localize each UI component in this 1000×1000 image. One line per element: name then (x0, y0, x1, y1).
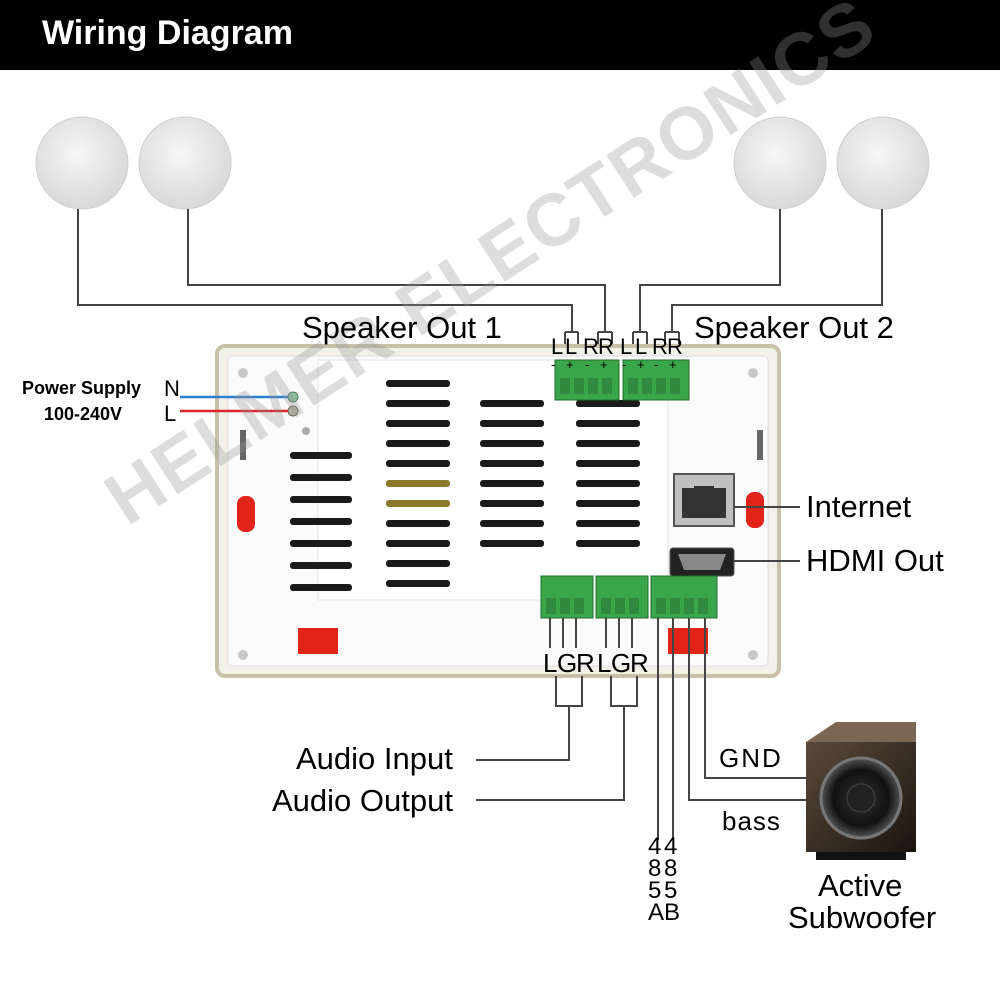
spk1-pol-2: + (566, 357, 574, 372)
audio-out-term-r: R (630, 648, 649, 678)
ceiling-speaker-2 (138, 116, 232, 210)
active-label: Active (818, 868, 903, 903)
rs485-b-label: 485B (664, 833, 681, 926)
speaker-out-1-label: Speaker Out 1 (302, 310, 502, 345)
gnd-label: GND (719, 743, 783, 773)
subwoofer-label: Subwoofer (788, 900, 937, 935)
audio-out-term-g: G (611, 648, 632, 678)
rs485-a-label: 485A (648, 833, 665, 926)
spk2-pol-4: + (669, 357, 677, 372)
subwoofer-cabinet-top (806, 722, 916, 742)
audio-out-term-l: L (597, 648, 612, 678)
spk2-pol-1: - (622, 357, 627, 372)
spk2-pol-2: + (637, 357, 645, 372)
mount-tab-right (746, 492, 764, 528)
spk2-pol-3: - (654, 357, 659, 372)
vent-slots (290, 380, 640, 591)
bottom-wires (476, 618, 808, 840)
ceiling-speaker-4 (836, 116, 930, 210)
mount-tab-left (237, 496, 255, 532)
ceiling-speaker-3 (733, 116, 827, 210)
spk1-term-1: L (551, 334, 564, 359)
ceiling-speaker-1 (35, 116, 129, 210)
spk2-term-1: L (620, 334, 633, 359)
power-terminal-l (287, 405, 299, 417)
voltage-label: 100-240V (44, 404, 123, 424)
spk2-term-4: R (667, 334, 683, 359)
audio-in-term-l: L (543, 648, 558, 678)
line-label: L (164, 401, 177, 426)
audio-in-term-g: G (557, 648, 578, 678)
spk2-term-3: R (652, 334, 668, 359)
spk1-pol-4: + (600, 357, 608, 372)
neutral-label: N (164, 376, 180, 401)
page-title: Wiring Diagram (42, 14, 293, 52)
audio-input-label: Audio Input (296, 741, 453, 776)
power-supply-label: Power Supply (22, 378, 142, 398)
audio-in-term-r: R (576, 648, 595, 678)
speaker-out-2-label: Speaker Out 2 (694, 310, 894, 345)
spk1-pol-3: - (585, 357, 590, 372)
spk1-term-3: R (583, 334, 599, 359)
internet-label: Internet (806, 489, 912, 524)
header-bar: Wiring Diagram (0, 0, 1000, 70)
spk1-pol-1: - (551, 357, 556, 372)
audio-output-label: Audio Output (272, 783, 453, 818)
hdmi-out-label: HDMI Out (806, 543, 944, 578)
power-terminal-n (287, 391, 299, 403)
spk2-term-2: L (635, 334, 648, 359)
bass-label: bass (722, 806, 781, 836)
spk1-term-2: L (565, 334, 578, 359)
spk1-term-4: R (598, 334, 614, 359)
